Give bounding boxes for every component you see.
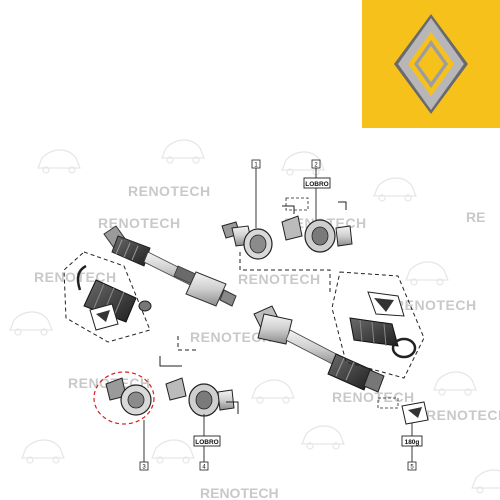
callout-number: 1 bbox=[254, 163, 258, 169]
left-boot-kit bbox=[63, 251, 152, 343]
car-watermark-icon bbox=[373, 177, 417, 202]
lower-left-joints bbox=[93, 336, 239, 425]
upper-left-drive-shaft bbox=[103, 225, 237, 307]
car-watermark-icons bbox=[9, 139, 500, 494]
car-watermark-icon bbox=[471, 469, 500, 494]
callout-5: 5 bbox=[407, 461, 417, 471]
callout-4: 4 bbox=[199, 461, 209, 471]
hub-nut-icon bbox=[138, 300, 152, 312]
callout-3: 3 bbox=[139, 461, 149, 471]
brand-logo bbox=[362, 0, 500, 128]
lobro-label: LOBRO bbox=[195, 439, 218, 446]
watermark-text: RENOTECH bbox=[98, 215, 181, 231]
upper-right-joints bbox=[221, 201, 353, 294]
lower-right-drive-shaft bbox=[253, 305, 385, 393]
watermark-text: RENOTECH bbox=[128, 183, 211, 199]
grease-tag: 180g bbox=[377, 397, 429, 447]
grease-quantity-label: 180g bbox=[405, 439, 420, 446]
lobro-tag-top: LOBRO bbox=[285, 177, 331, 211]
car-watermark-icon bbox=[301, 425, 345, 450]
leader-lines bbox=[143, 166, 413, 462]
callout-number: 2 bbox=[314, 163, 318, 169]
callout-number: 3 bbox=[142, 465, 146, 471]
car-watermark-icon bbox=[21, 439, 65, 464]
watermark-text-partial: RENOTECH bbox=[200, 485, 279, 500]
watermark-text: RENOTECH bbox=[332, 389, 415, 405]
car-watermark-icon bbox=[151, 439, 195, 464]
lobro-tag-bottom: LOBRO bbox=[193, 435, 221, 447]
watermark-text: RENOTECH bbox=[34, 269, 117, 285]
car-watermark-icon bbox=[433, 371, 477, 396]
clamp-ring-icon bbox=[391, 337, 417, 359]
callout-number: 4 bbox=[202, 465, 206, 471]
lobro-label: LOBRO bbox=[305, 181, 328, 188]
callout-1: 1 bbox=[251, 159, 261, 169]
watermark-text: RENOTECH bbox=[426, 407, 500, 423]
watermark-text: RENOTECH bbox=[190, 329, 273, 345]
car-watermark-icon bbox=[37, 149, 81, 174]
highlight-circle bbox=[93, 371, 155, 425]
callout-2: 2 bbox=[311, 159, 321, 169]
watermark-text-partial: RE bbox=[466, 209, 485, 225]
car-watermark-icon bbox=[9, 311, 53, 336]
car-watermark-icon bbox=[251, 379, 295, 404]
right-boot-kit bbox=[331, 271, 425, 379]
car-watermark-icon bbox=[405, 261, 449, 286]
car-watermark-icon bbox=[161, 139, 205, 164]
watermark-text: RENOTECH bbox=[394, 297, 477, 313]
callout-number: 5 bbox=[410, 465, 414, 471]
watermark-text: RENOTECH bbox=[238, 271, 321, 287]
